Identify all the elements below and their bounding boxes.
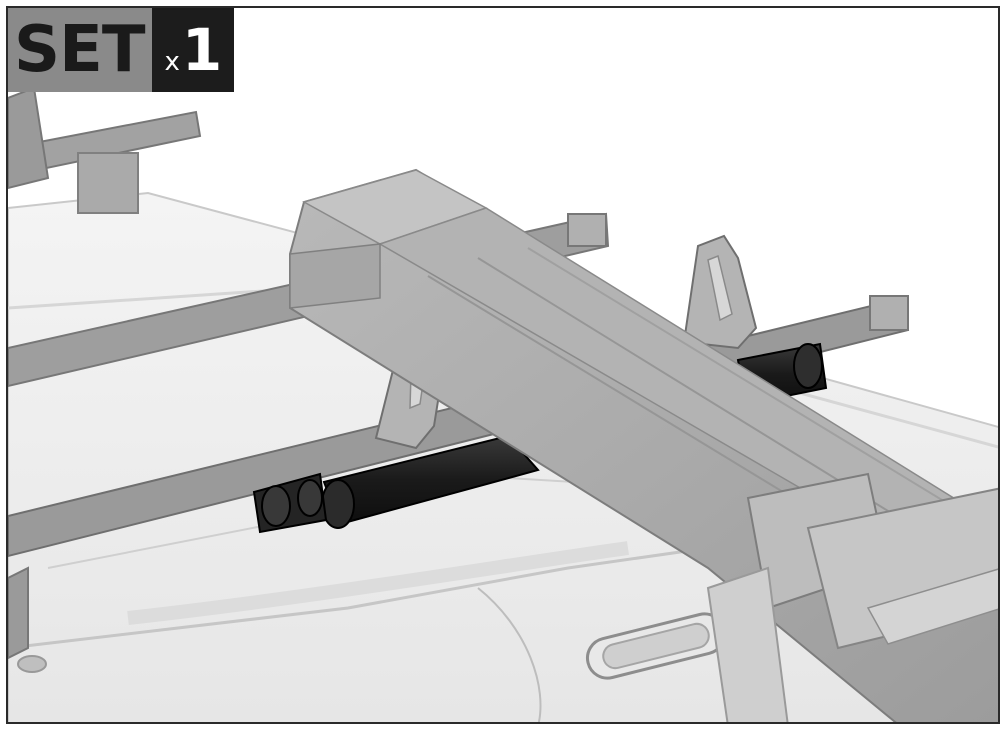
illustration-frame: SET x 1	[6, 6, 1000, 724]
rear-mounting-foot	[8, 86, 50, 190]
load-stop-right	[682, 234, 758, 350]
side-marker-light	[585, 612, 727, 680]
foam-pad-front-left	[321, 434, 540, 529]
load-support-post	[706, 566, 789, 722]
roof-rack-illustration	[8, 86, 998, 722]
quantity-number: 1	[181, 16, 223, 84]
set-label: SET	[8, 8, 153, 92]
wrapped-load	[289, 168, 998, 722]
foam-pad-end-cap	[252, 472, 328, 534]
multiplier-symbol: x	[164, 47, 180, 77]
quantity-box: x 1	[152, 8, 235, 92]
quantity-badge: SET x 1	[8, 8, 235, 92]
